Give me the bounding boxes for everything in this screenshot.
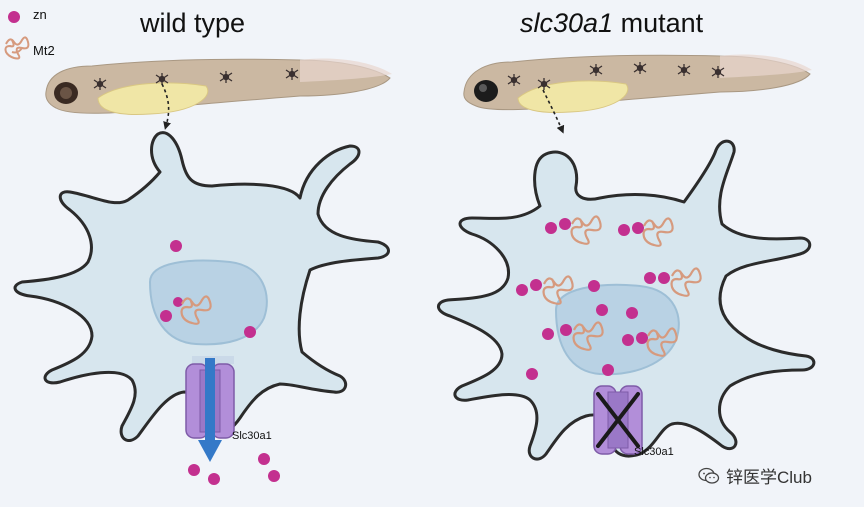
nucleus-wild-type (148, 259, 268, 346)
zinc-dots-mutant (516, 218, 670, 380)
watermark-text: 锌医学Club (726, 468, 812, 487)
larva-eye (474, 80, 498, 102)
slc30a1-transporter-mutant (593, 385, 643, 455)
title-wild-type: wild type (140, 8, 246, 38)
zinc-efflux-arrow (198, 358, 222, 462)
legend-zn-label: zn (33, 7, 47, 22)
transporter-label-mutant: Slc30a1 (634, 446, 674, 458)
wechat-icon (698, 467, 720, 484)
title-mutant-suffix: mutant (613, 8, 704, 38)
larva-mutant (463, 54, 812, 113)
title-mutant-gene: slc30a1 (520, 8, 614, 38)
mt2-proteins-mutant (542, 215, 702, 357)
larva-wild-type (45, 58, 392, 115)
legend-mt2-icon (4, 36, 30, 60)
legend-zinc-dot (8, 11, 20, 23)
zinc-dots-extracellular (188, 453, 280, 485)
transporter-blocked-x-icon (596, 392, 640, 448)
title-mutant: slc30a1 mutant (520, 8, 703, 39)
watermark: 锌医学Club (698, 463, 812, 488)
transporter-label-wild-type: Slc30a1 (232, 430, 272, 442)
zinc-dots-wild-type (160, 240, 256, 338)
mt2-protein-wild-type (180, 295, 212, 325)
legend-mt2-label: Mt2 (33, 43, 55, 58)
